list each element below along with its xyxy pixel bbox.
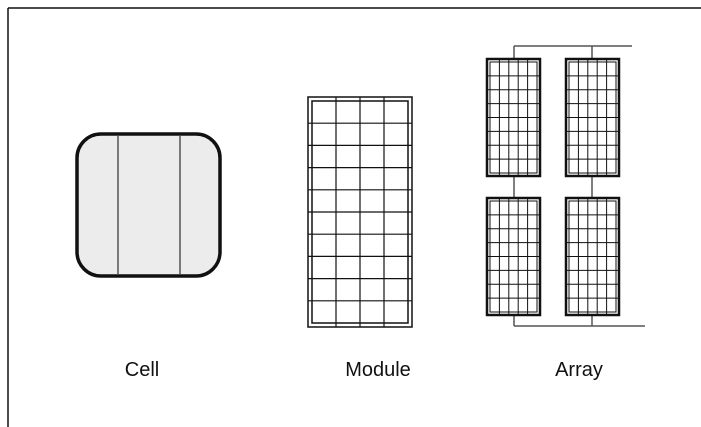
array-module-inner-frame [489, 61, 538, 174]
array-module-inner-frame [568, 61, 617, 174]
array-module [485, 57, 542, 178]
array-module-inner-frame [489, 200, 538, 313]
module-label: Module [345, 359, 411, 381]
array-label: Array [555, 359, 603, 381]
cell-label: Cell [125, 359, 159, 381]
array-module [564, 196, 621, 317]
cell-illustration [75, 132, 222, 278]
array-module-inner-frame [568, 200, 617, 313]
module-illustration [307, 96, 413, 328]
cell-body [75, 132, 222, 278]
array-illustration [485, 57, 621, 317]
array-module [564, 57, 621, 178]
array-module [485, 196, 542, 317]
